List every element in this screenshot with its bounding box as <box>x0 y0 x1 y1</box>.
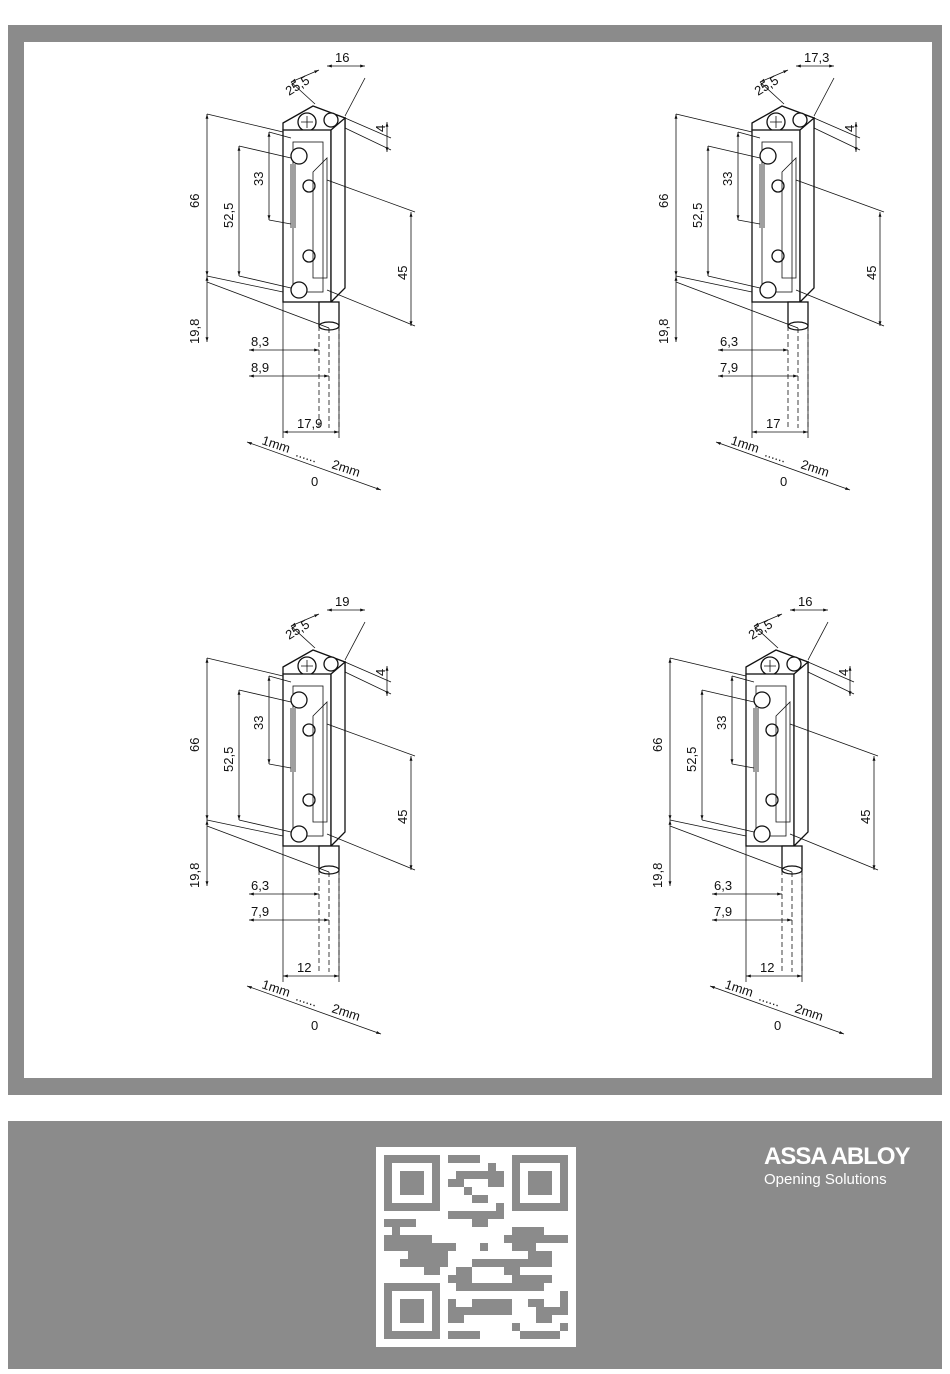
scale-zero-label: 0 <box>780 474 787 489</box>
dim-height-inner: 33 <box>720 172 735 186</box>
dim-offset-a: 8,3 <box>251 334 269 349</box>
dim-top-depth: 25,5 <box>283 616 312 642</box>
dim-top-width: 17,3 <box>804 50 829 65</box>
dim-bottom-width: 12 <box>297 960 311 975</box>
dim-top-width: 19 <box>335 594 349 609</box>
dim-height-mid: 52,5 <box>684 747 699 772</box>
dim-height-right: 45 <box>395 266 410 280</box>
dim-side-top: 4 <box>836 669 851 676</box>
dim-top-width: 16 <box>798 594 812 609</box>
qr-code-icon <box>376 1147 576 1347</box>
dim-bottom-left: 19,8 <box>187 319 202 344</box>
dim-height-inner: 33 <box>714 716 729 730</box>
dim-bottom-width: 17,9 <box>297 416 322 431</box>
dim-top-depth: 25,5 <box>283 72 312 98</box>
dim-side-top: 4 <box>373 669 388 676</box>
dim-side-top: 4 <box>842 125 857 132</box>
dim-bottom-left: 19,8 <box>650 863 665 888</box>
scale-right-label: 2mm <box>793 1001 825 1024</box>
dim-height-total: 66 <box>650 738 665 752</box>
strike-body-drawing <box>752 106 814 330</box>
dim-height-mid: 52,5 <box>221 747 236 772</box>
scale-zero-label: 0 <box>311 1018 318 1033</box>
scale-zero-label: 0 <box>311 474 318 489</box>
dim-offset-b: 7,9 <box>714 904 732 919</box>
scale-dots: ...... <box>294 989 319 1010</box>
brand-name: ASSA ABLOY <box>764 1143 910 1171</box>
dim-height-total: 66 <box>187 738 202 752</box>
dim-side-top: 4 <box>373 125 388 132</box>
dim-offset-b: 8,9 <box>251 360 269 375</box>
dim-height-total: 66 <box>187 194 202 208</box>
strike-body-drawing <box>746 650 808 874</box>
dim-offset-a: 6,3 <box>720 334 738 349</box>
scale-zero-label: 0 <box>774 1018 781 1033</box>
dim-height-total: 66 <box>656 194 671 208</box>
scale-right-label: 2mm <box>799 457 831 480</box>
dim-bottom-left: 19,8 <box>656 319 671 344</box>
dim-top-depth: 25,5 <box>752 72 781 98</box>
dim-bottom-left: 19,8 <box>187 863 202 888</box>
strike-body-drawing <box>283 650 345 874</box>
strike-body-drawing <box>283 106 345 330</box>
dim-offset-a: 6,3 <box>714 878 732 893</box>
scale-right-label: 2mm <box>330 457 362 480</box>
dim-bottom-width: 17 <box>766 416 780 431</box>
brand-logo: ASSA ABLOY Opening Solutions <box>764 1143 910 1189</box>
scale-dots: ...... <box>763 445 788 466</box>
dim-height-right: 45 <box>864 266 879 280</box>
dim-height-inner: 33 <box>251 172 266 186</box>
dim-height-mid: 52,5 <box>690 203 705 228</box>
dim-top-width: 16 <box>335 50 349 65</box>
dim-height-inner: 33 <box>251 716 266 730</box>
dim-offset-b: 7,9 <box>720 360 738 375</box>
dim-bottom-width: 12 <box>760 960 774 975</box>
scale-dots: ...... <box>294 445 319 466</box>
dim-height-mid: 52,5 <box>221 203 236 228</box>
dim-top-depth: 25,5 <box>746 616 775 642</box>
dim-height-right: 45 <box>395 810 410 824</box>
scale-dots: ...... <box>757 989 782 1010</box>
dim-height-right: 45 <box>858 810 873 824</box>
scale-right-label: 2mm <box>330 1001 362 1024</box>
dim-offset-a: 6,3 <box>251 878 269 893</box>
brand-tagline: Opening Solutions <box>764 1171 910 1189</box>
dim-offset-b: 7,9 <box>251 904 269 919</box>
